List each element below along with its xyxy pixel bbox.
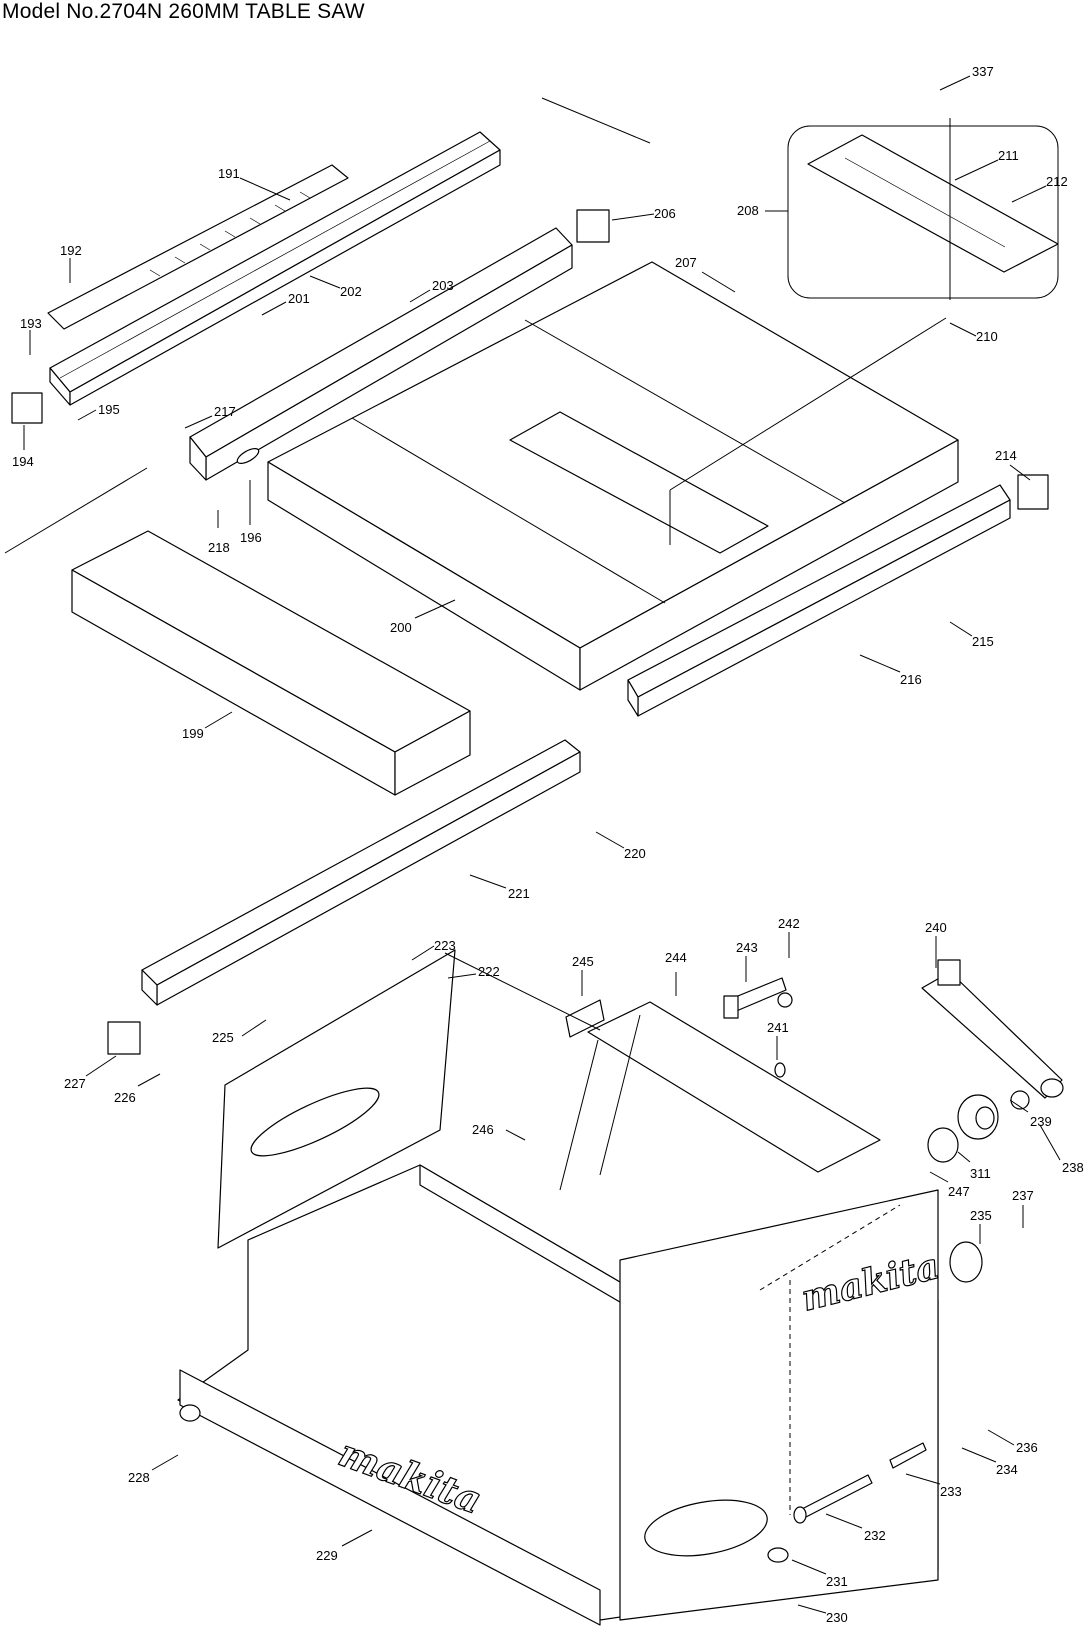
scale-ticks (149, 191, 311, 277)
callout-236: 236 (1016, 1440, 1038, 1455)
callout-222: 222 (478, 964, 500, 979)
callout-311: 311 (970, 1166, 991, 1181)
callout-227: 227 (64, 1076, 86, 1091)
callout-246: 246 (472, 1122, 494, 1137)
callout-245: 245 (572, 954, 594, 969)
callout-244: 244 (665, 950, 687, 965)
callout-199: 199 (182, 726, 204, 741)
callout-194: 194 (12, 454, 34, 469)
callout-211: 211 (998, 148, 1019, 163)
callout-337: 337 (972, 64, 994, 79)
callout-229: 229 (316, 1548, 338, 1563)
callout-243: 243 (736, 940, 758, 955)
diagram-title: Model No.2704N 260MM TABLE SAW (2, 0, 365, 23)
callout-200: 200 (390, 620, 412, 635)
callout-193: 193 (20, 316, 42, 331)
foot-228 (179, 1404, 201, 1422)
callout-192: 192 (60, 243, 82, 258)
callout-223: 223 (434, 938, 456, 953)
callout-247: 247 (948, 1184, 970, 1199)
label-245 (565, 999, 605, 1038)
gear-235 (949, 1241, 983, 1283)
callout-box-208 (787, 125, 1059, 299)
callout-230: 230 (826, 1610, 848, 1625)
lower-rail (141, 739, 581, 986)
callout-232: 232 (864, 1528, 886, 1543)
collar-311 (927, 1127, 959, 1163)
callout-201: 201 (288, 291, 310, 306)
callout-228: 228 (128, 1470, 150, 1485)
callout-225: 225 (212, 1030, 234, 1045)
scale-strip (47, 164, 349, 330)
callout-239: 239 (1030, 1114, 1052, 1129)
callout-218: 218 (208, 540, 230, 555)
callout-191: 191 (218, 166, 240, 181)
end-cap-194 (11, 392, 43, 424)
callout-207: 207 (675, 255, 697, 270)
end-cap-214 (1017, 474, 1049, 510)
callout-214: 214 (995, 448, 1017, 463)
throat-plate-opening (509, 411, 769, 554)
callout-238: 238 (1062, 1160, 1084, 1175)
callout-216: 216 (900, 672, 922, 687)
end-cap-227 (107, 1021, 141, 1055)
end-cap-206 (576, 209, 610, 243)
callout-233: 233 (940, 1484, 962, 1499)
callout-234: 234 (996, 1462, 1018, 1477)
callout-241: 241 (767, 1020, 789, 1035)
callout-231: 231 (826, 1574, 848, 1589)
blade-plate (807, 134, 1059, 273)
callout-215: 215 (972, 634, 994, 649)
callout-203: 203 (432, 278, 454, 293)
callout-labels: 337 211 212 208 210 191 192 193 194 195 … (12, 64, 1084, 1625)
callout-221: 221 (508, 886, 530, 901)
callout-217: 217 (214, 404, 236, 419)
foot-231 (767, 1547, 789, 1563)
callout-235: 235 (970, 1208, 992, 1223)
callout-242: 242 (778, 916, 800, 931)
callout-226: 226 (114, 1090, 136, 1105)
callout-206: 206 (654, 206, 676, 221)
callout-240: 240 (925, 920, 947, 935)
base-handle-opening (644, 1499, 768, 1557)
callout-202: 202 (340, 284, 362, 299)
callout-195: 195 (98, 402, 120, 417)
callout-208: 208 (737, 203, 759, 218)
front-guide-rail (49, 131, 501, 393)
crank-handle (921, 971, 1063, 1099)
tilt-frame (587, 1001, 881, 1173)
callout-212: 212 (1046, 174, 1068, 189)
callout-210: 210 (976, 329, 998, 344)
callout-196: 196 (240, 530, 262, 545)
callout-237: 237 (1012, 1188, 1034, 1203)
callout-220: 220 (624, 846, 646, 861)
